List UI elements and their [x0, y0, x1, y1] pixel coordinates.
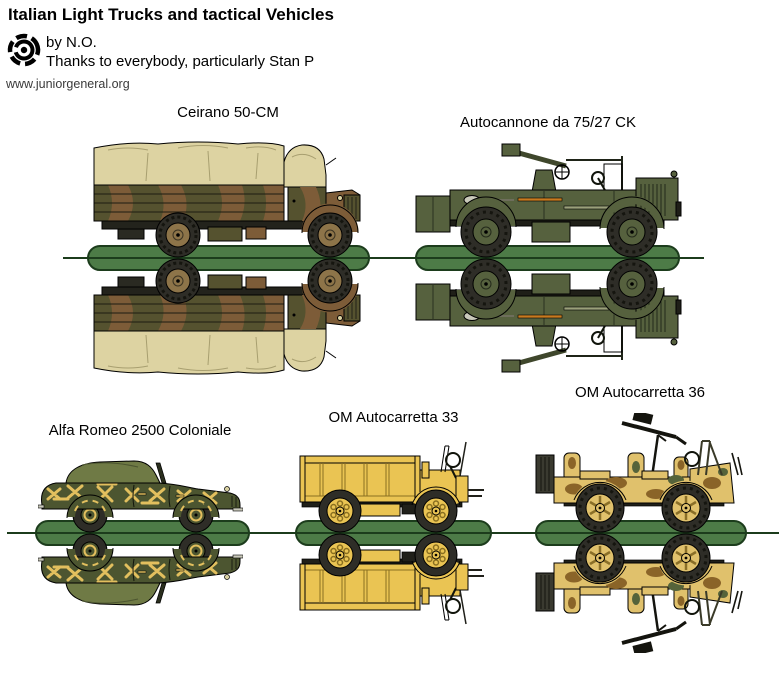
om-autocarretta-33-art [298, 438, 488, 533]
autocannone-art-mirrored [414, 258, 682, 376]
unit-label-alfa-romeo: Alfa Romeo 2500 Coloniale [48, 422, 232, 439]
ceirano-50cm-art [88, 135, 368, 258]
website-url: www.juniorgeneral.org [6, 77, 130, 91]
unit-label-om33: OM Autocarretta 33 [328, 409, 459, 426]
fold-line-top-row [63, 257, 704, 259]
unit-label-autocannone: Autocannone da 75/27 CK [460, 114, 636, 131]
alfa-romeo-art-mirrored [38, 533, 243, 613]
fold-line-bottom-row [7, 532, 779, 534]
junior-general-target-logo-icon [7, 33, 41, 67]
unit-label-om36: OM Autocarretta 36 [574, 384, 706, 401]
om-autocarretta-33-art-mirrored [298, 533, 488, 628]
thanks-line: Thanks to everybody, particularly Stan P [46, 53, 315, 70]
alfa-romeo-art [38, 453, 243, 533]
autocannone-art [414, 140, 682, 258]
ceirano-50cm-art-mirrored [88, 258, 368, 381]
byline: by N.O. [46, 34, 97, 51]
om-autocarretta-36-art [534, 413, 746, 533]
om-autocarretta-36-art-mirrored [534, 533, 746, 653]
unit-label-ceirano: Ceirano 50-CM [177, 104, 279, 121]
page-title: Italian Light Trucks and tactical Vehicl… [8, 5, 334, 24]
